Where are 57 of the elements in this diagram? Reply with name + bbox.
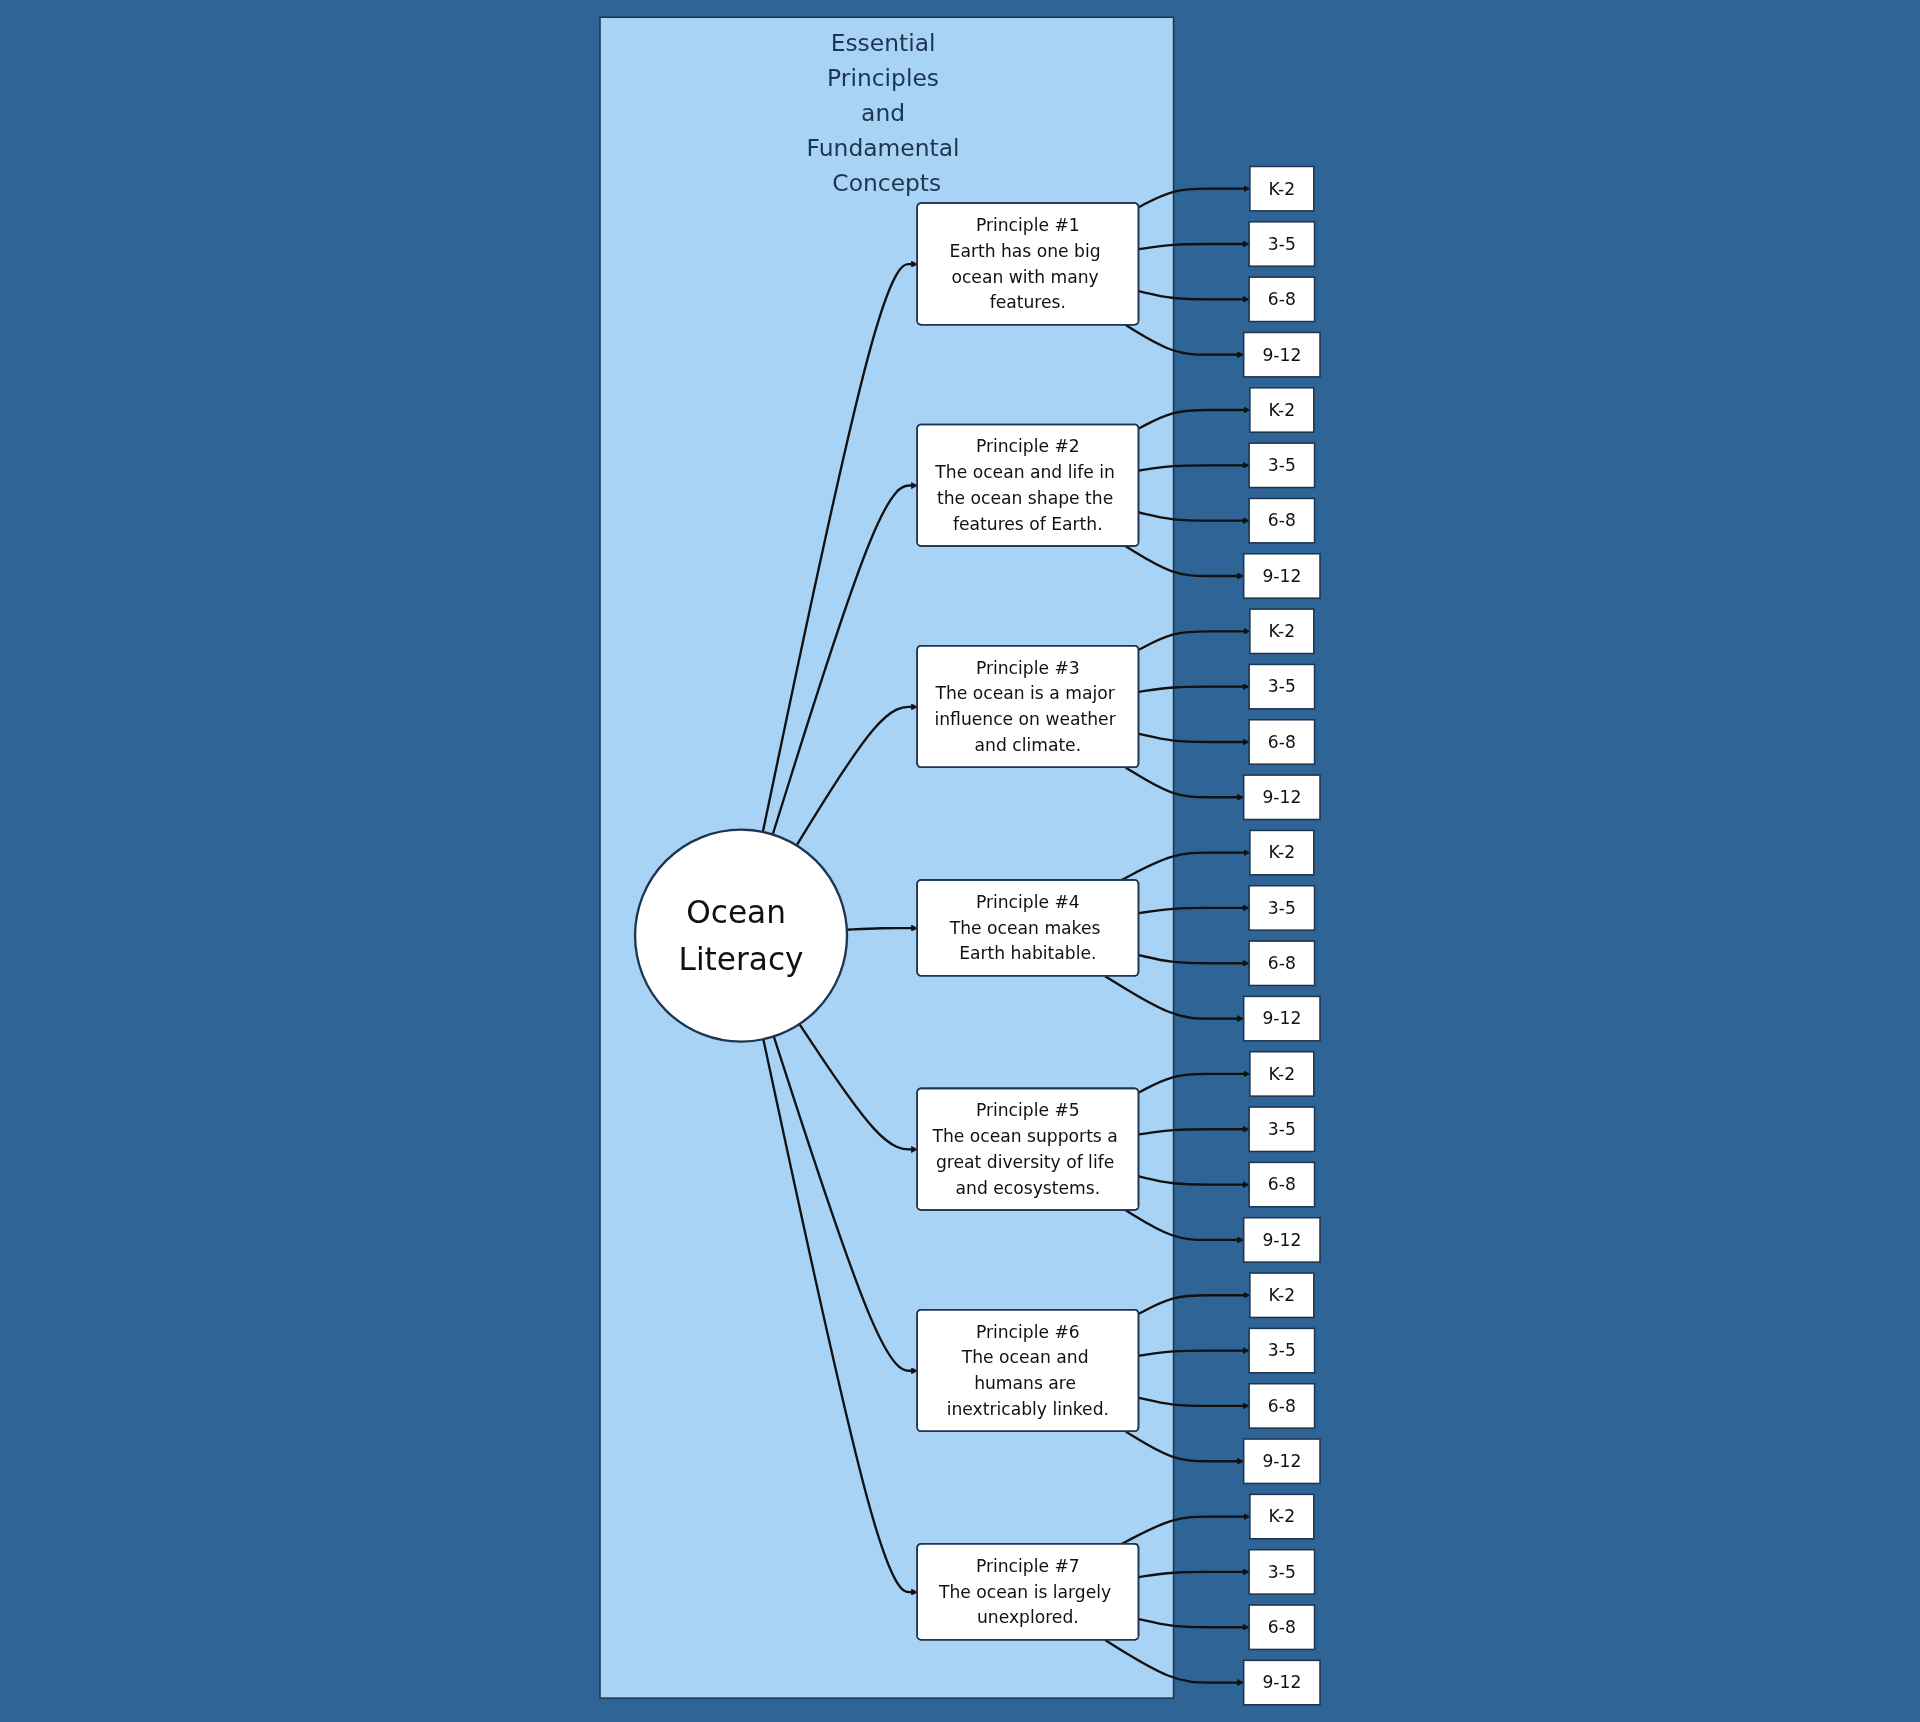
node-box: 9-12 [1242, 1438, 1321, 1485]
arrow [1125, 766, 1244, 801]
arrow [798, 1023, 918, 1153]
node-box: 6-8 [1248, 497, 1316, 544]
arrow [1138, 1347, 1250, 1357]
node-box: 9-12 [1242, 1216, 1321, 1263]
arrow [1138, 1175, 1250, 1188]
arrow [1104, 1639, 1244, 1686]
node-box: 9-12 [1242, 553, 1321, 599]
node-box: 6-8 [1248, 1382, 1316, 1429]
arrow [1138, 1617, 1250, 1631]
node-box: 3-5 [1248, 442, 1316, 489]
node-box: 6-8 [1248, 1161, 1316, 1208]
node-box: K-2 [1249, 1493, 1315, 1540]
arrow [1138, 1125, 1250, 1136]
node-box: 6-8 [1248, 940, 1316, 987]
node-box: 3-5 [1248, 884, 1316, 931]
arrow [1138, 290, 1250, 303]
node-box: K-2 [1249, 1050, 1315, 1097]
arrow [761, 260, 918, 833]
arrow [772, 1036, 918, 1375]
node-box: 6-8 [1248, 1604, 1316, 1651]
node-box: K-2 [1249, 608, 1315, 655]
arrow [1125, 1430, 1244, 1465]
arrow [1125, 1209, 1244, 1244]
node-box: 3-5 [1248, 1327, 1316, 1374]
node-box: 9-12 [1242, 331, 1321, 378]
node-box: 6-8 [1248, 276, 1316, 323]
arrow [1138, 904, 1250, 915]
node-box: K-2 [1249, 387, 1315, 433]
arrow [1138, 240, 1250, 251]
arrow [1104, 975, 1244, 1023]
node-box: 3-5 [1248, 1106, 1316, 1153]
arrow [1138, 511, 1250, 525]
arrow [1125, 545, 1244, 580]
arrow [846, 924, 918, 932]
node-box: K-2 [1249, 829, 1315, 876]
node-box: 6-8 [1248, 719, 1316, 765]
arrow [1138, 954, 1250, 967]
node-box: 3-5 [1248, 221, 1316, 267]
node-box: 3-5 [1248, 663, 1316, 710]
arrow [1125, 324, 1244, 359]
arrow [1138, 1396, 1250, 1410]
arrow [762, 1039, 918, 1596]
node-box: 9-12 [1242, 1659, 1321, 1706]
arrow [1138, 683, 1250, 693]
arrow [1138, 732, 1250, 746]
arrow [1138, 461, 1250, 472]
arrow [795, 703, 918, 846]
arrow [1138, 1568, 1250, 1579]
node-circle: Ocean Literacy [633, 828, 849, 1043]
arrow [771, 482, 918, 835]
node-box: 9-12 [1242, 774, 1321, 821]
node-box: 9-12 [1242, 995, 1321, 1042]
node-box: K-2 [1249, 165, 1315, 212]
node-box: K-2 [1249, 1272, 1315, 1319]
node-box: 3-5 [1248, 1548, 1316, 1595]
